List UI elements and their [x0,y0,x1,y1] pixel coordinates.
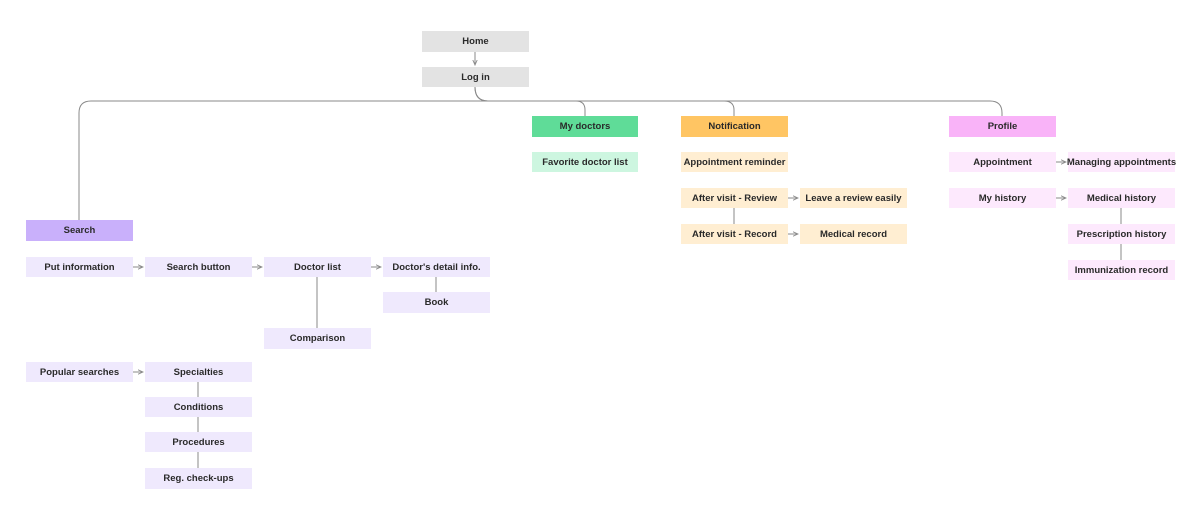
doctor-detail-node: Doctor's detail info. [383,257,490,277]
branch-to-search-line [78,86,489,220]
medical-history-node: Medical history [1068,188,1175,208]
appointment-reminder-node: Appointment reminder [681,152,788,172]
leave-review-node: Leave a review easily [800,188,907,208]
medical-record-node: Medical record [800,224,907,244]
prescription-history-node: Prescription history [1068,224,1175,244]
profile-node: Profile [949,116,1056,137]
search-node: Search [26,220,133,241]
after-visit-record-node: After visit - Record [681,224,788,244]
doctor-list-node: Doctor list [264,257,371,277]
my-doctors-node: My doctors [532,116,638,137]
put-information-node: Put information [26,257,133,277]
reg-checkups-node: Reg. check-ups [145,468,252,489]
immunization-record-node: Immunization record [1068,260,1175,280]
comparison-node: Comparison [264,328,371,349]
conditions-node: Conditions [145,397,252,417]
book-node: Book [383,292,490,313]
managing-appointments-node: Managing appointments [1067,152,1176,172]
specialties-node: Specialties [145,362,252,382]
home-node: Home [422,31,529,52]
branch-bus-right-line [474,86,1003,116]
branch-to-my-doctors-line [575,100,586,116]
popular-searches-node: Popular searches [26,362,133,382]
search-button-node: Search button [145,257,252,277]
favorite-doctor-list-node: Favorite doctor list [532,152,638,172]
procedures-node: Procedures [145,432,252,452]
notification-node: Notification [681,116,788,137]
after-visit-review-node: After visit - Review [681,188,788,208]
my-history-node: My history [949,188,1056,208]
appointment-node: Appointment [949,152,1056,172]
branch-to-notification-line [723,100,735,116]
login-node: Log in [422,67,529,87]
